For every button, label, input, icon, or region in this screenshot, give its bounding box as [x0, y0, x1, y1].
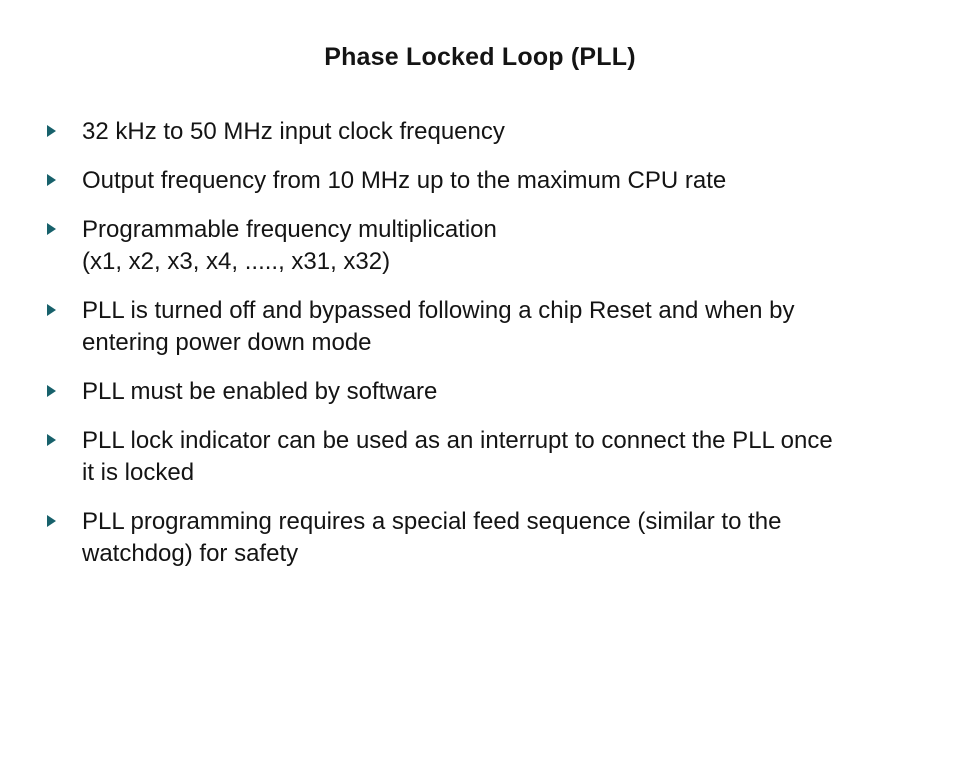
bullet-text: PLL is turned off and bypassed following…	[82, 295, 960, 359]
bullet-line: PLL programming requires a special feed …	[82, 508, 782, 535]
arrow-right-bullet-icon	[47, 125, 56, 137]
arrow-right-bullet-icon	[47, 434, 56, 446]
arrow-right-bullet-icon	[47, 515, 56, 527]
bullet-line: Output frequency from 10 MHz up to the m…	[82, 167, 727, 194]
bullet-text: Programmable frequency multiplication (x1…	[82, 214, 960, 278]
page-title: Phase Locked Loop (PLL)	[324, 43, 636, 71]
arrow-right-bullet-icon	[47, 174, 56, 186]
bullet-item: PLL programming requires a special feed …	[0, 506, 960, 570]
bullet-text: PLL lock indicator can be used as an int…	[82, 425, 960, 489]
bullet-text: Output frequency from 10 MHz up to the m…	[82, 165, 960, 197]
arrow-right-bullet-icon	[47, 385, 56, 397]
bullet-item: Output frequency from 10 MHz up to the m…	[0, 165, 960, 197]
bullet-text: PLL must be enabled by software	[82, 376, 960, 408]
bullet-line: entering power down mode	[82, 329, 372, 356]
arrow-right-bullet-icon	[47, 304, 56, 316]
bullet-item: PLL is turned off and bypassed following…	[0, 295, 960, 359]
bullet-line: (x1, x2, x3, x4, ....., x31, x32)	[82, 248, 391, 275]
bullet-item: PLL lock indicator can be used as an int…	[0, 425, 960, 489]
bullet-line: PLL is turned off and bypassed following…	[82, 297, 795, 324]
bullet-line: PLL must be enabled by software	[82, 378, 438, 405]
bullet-item: PLL must be enabled by software	[0, 376, 960, 408]
bullet-item: 32 kHz to 50 MHz input clock frequency	[0, 116, 960, 148]
bullet-line: PLL lock indicator can be used as an int…	[82, 427, 833, 454]
bullet-text: PLL programming requires a special feed …	[82, 506, 960, 570]
bullet-line: Programmable frequency multiplication	[82, 216, 497, 243]
presentation-slide: Phase Locked Loop (PLL) 32 kHz to 50 MHz…	[0, 41, 960, 761]
bullet-list: 32 kHz to 50 MHz input clock frequency O…	[0, 116, 960, 570]
bullet-line: watchdog) for safety	[82, 540, 299, 567]
bullet-line: 32 kHz to 50 MHz input clock frequency	[82, 118, 505, 145]
bullet-text: 32 kHz to 50 MHz input clock frequency	[82, 116, 960, 148]
arrow-right-bullet-icon	[47, 223, 56, 235]
bullet-line: it is locked	[82, 459, 195, 486]
bullet-item: Programmable frequency multiplication (x1…	[0, 214, 960, 278]
